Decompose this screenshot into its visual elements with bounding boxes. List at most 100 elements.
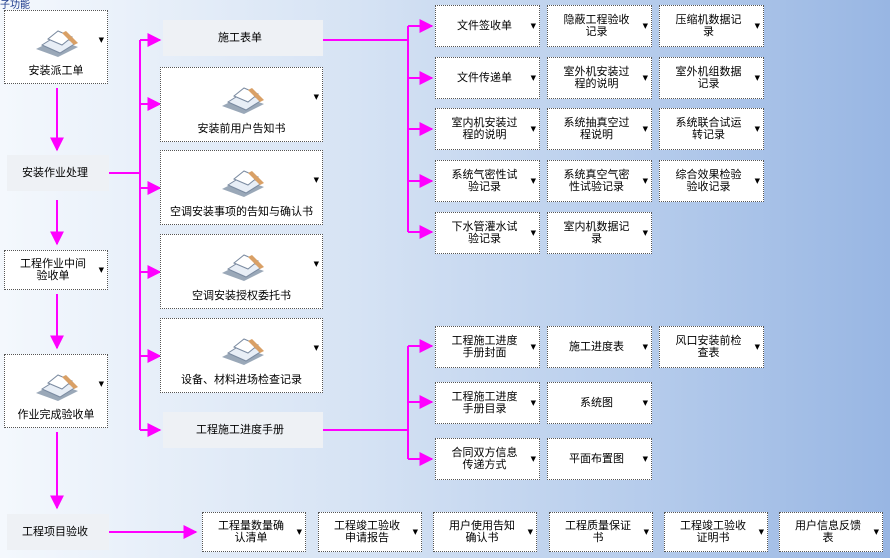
bottom-item-2-label: 用户使用告知 确认书 xyxy=(449,519,515,544)
dropdown-arrow-icon[interactable]: ▼ xyxy=(642,229,648,237)
ac-notice-label: 空调安装事项的告知与确认书 xyxy=(170,205,313,218)
form-item-10-label: 系统真空气密 性试验记录 xyxy=(563,168,630,193)
dropdown-arrow-icon[interactable]: ▼ xyxy=(530,343,536,351)
construction-form-node[interactable]: 施工表单 xyxy=(163,20,323,56)
completion-node[interactable]: 作业完成验收单 ▼ xyxy=(4,354,108,428)
form-item-6[interactable]: 室内机安装过 程的说明▼ xyxy=(435,108,540,150)
form-item-11[interactable]: 综合效果检验 验收记录▼ xyxy=(659,160,764,202)
form-item-8[interactable]: 系统联合试运 转记录 ▼ xyxy=(659,108,764,150)
dropdown-arrow-icon[interactable]: ▼ xyxy=(642,399,648,407)
document-box-icon xyxy=(28,367,84,410)
dropdown-arrow-icon[interactable]: ▼ xyxy=(296,528,302,536)
document-box-icon xyxy=(214,247,270,290)
pre-install-notice-label: 安装前用户告知书 xyxy=(197,122,286,135)
install-process-node[interactable]: 安装作业处理 xyxy=(7,155,109,191)
bottom-item-0[interactable]: 工程量数量确 认清单▼ xyxy=(202,512,306,552)
dropdown-arrow-icon[interactable]: ▼ xyxy=(313,344,319,353)
form-item-12-label: 下水管灌水试 验记录 xyxy=(451,220,518,245)
dropdown-arrow-icon[interactable]: ▼ xyxy=(758,528,764,536)
form-item-4[interactable]: 室外机安装过 程的说明 ▼ xyxy=(547,57,652,99)
form-item-1-label: 隐蔽工程验收 记录 xyxy=(563,13,630,38)
dropdown-arrow-icon[interactable]: ▼ xyxy=(754,125,760,133)
dropdown-arrow-icon[interactable]: ▼ xyxy=(530,125,536,133)
dropdown-arrow-icon[interactable]: ▼ xyxy=(530,177,536,185)
manual-item-2[interactable]: 风口安装前检 查表 ▼ xyxy=(659,326,764,368)
bottom-item-3[interactable]: 工程质量保证 书 ▼ xyxy=(549,512,653,552)
dropdown-arrow-icon[interactable]: ▼ xyxy=(642,343,648,351)
form-item-5[interactable]: 室外机组数据 记录▼ xyxy=(659,57,764,99)
dropdown-arrow-icon[interactable]: ▼ xyxy=(754,22,760,30)
dropdown-arrow-icon[interactable]: ▼ xyxy=(530,74,536,82)
bottom-item-2[interactable]: 用户使用告知 确认书 ▼ xyxy=(433,512,537,552)
form-item-4-label: 室外机安装过 程的说明 xyxy=(563,65,630,90)
bottom-item-1[interactable]: 工程竣工验收 申请报告 ▼ xyxy=(318,512,422,552)
form-item-12[interactable]: 下水管灌水试 验记录 ▼ xyxy=(435,212,540,254)
dropdown-arrow-icon[interactable]: ▼ xyxy=(313,260,319,269)
dropdown-arrow-icon[interactable]: ▼ xyxy=(642,22,648,30)
manual-item-1-label: 施工进度表 xyxy=(569,340,624,353)
dropdown-arrow-icon[interactable]: ▼ xyxy=(642,455,648,463)
form-item-8-label: 系统联合试运 转记录 xyxy=(675,116,742,141)
bottom-item-5[interactable]: 用户信息反馈 表 ▼ xyxy=(779,512,883,552)
manual-item-6[interactable]: 平面布置图▼ xyxy=(547,438,652,480)
materials-check-label: 设备、材料进场检查记录 xyxy=(181,373,302,386)
manual-item-3[interactable]: 工程施工进度 手册目录▼ xyxy=(435,382,540,424)
dropdown-arrow-icon[interactable]: ▼ xyxy=(642,177,648,185)
materials-check-node[interactable]: 设备、材料进场检查记录 ▼ xyxy=(160,318,323,393)
manual-item-1[interactable]: 施工进度表 ▼ xyxy=(547,326,652,368)
dropdown-arrow-icon[interactable]: ▼ xyxy=(642,74,648,82)
bottom-item-4[interactable]: 工程竣工验收 证明书▼ xyxy=(664,512,768,552)
dropdown-arrow-icon[interactable]: ▼ xyxy=(412,528,418,536)
manual-item-5[interactable]: 合同双方信息 传递方式 ▼ xyxy=(435,438,540,480)
dropdown-arrow-icon[interactable]: ▼ xyxy=(643,528,649,536)
dropdown-arrow-icon[interactable]: ▼ xyxy=(642,125,648,133)
form-item-13[interactable]: 室内机数据记 录▼ xyxy=(547,212,652,254)
dropdown-arrow-icon[interactable]: ▼ xyxy=(754,74,760,82)
manual-item-5-label: 合同双方信息 传递方式 xyxy=(451,446,518,471)
dropdown-arrow-icon[interactable]: ▼ xyxy=(98,35,104,44)
form-item-2[interactable]: 压缩机数据记 录▼ xyxy=(659,5,764,47)
bottom-item-3-label: 工程质量保证 书 xyxy=(565,519,631,544)
dropdown-arrow-icon[interactable]: ▼ xyxy=(873,528,879,536)
bottom-item-5-label: 用户信息反馈 表 xyxy=(795,519,861,544)
authorization-node[interactable]: 空调安装授权委托书 ▼ xyxy=(160,234,323,309)
form-item-0[interactable]: 文件签收单 ▼ xyxy=(435,5,540,47)
construction-form-label: 施工表单 xyxy=(218,31,262,44)
form-item-9[interactable]: 系统气密性试 验记录▼ xyxy=(435,160,540,202)
form-item-7[interactable]: 系统抽真空过 程说明▼ xyxy=(547,108,652,150)
ac-notice-node[interactable]: 空调安装事项的告知与确认书 ▼ xyxy=(160,150,323,225)
dropdown-arrow-icon[interactable]: ▼ xyxy=(530,399,536,407)
dropdown-arrow-icon[interactable]: ▼ xyxy=(313,176,319,185)
dropdown-arrow-icon[interactable]: ▼ xyxy=(527,528,533,536)
dropdown-arrow-icon[interactable]: ▼ xyxy=(530,229,536,237)
form-item-1[interactable]: 隐蔽工程验收 记录 ▼ xyxy=(547,5,652,47)
dropdown-arrow-icon[interactable]: ▼ xyxy=(98,266,104,274)
dropdown-arrow-icon[interactable]: ▼ xyxy=(754,343,760,351)
final-acceptance-node[interactable]: 工程项目验收 xyxy=(7,514,109,550)
final-acceptance-label: 工程项目验收 xyxy=(22,525,88,538)
install-process-label: 安装作业处理 xyxy=(22,166,88,179)
document-box-icon xyxy=(214,163,270,206)
dispatch-order-node[interactable]: 安装派工单 ▼ xyxy=(4,10,108,84)
dropdown-arrow-icon[interactable]: ▼ xyxy=(530,455,536,463)
manual-item-2-label: 风口安装前检 查表 xyxy=(675,334,742,359)
mid-check-node[interactable]: 工程作业中间 验收单 ▼ xyxy=(4,250,108,290)
dropdown-arrow-icon[interactable]: ▼ xyxy=(98,379,104,388)
document-box-icon xyxy=(214,80,270,123)
dropdown-arrow-icon[interactable]: ▼ xyxy=(313,93,319,102)
pre-install-notice-node[interactable]: 安装前用户告知书 ▼ xyxy=(160,67,323,142)
form-item-0-label: 文件签收单 xyxy=(457,19,512,32)
dropdown-arrow-icon[interactable]: ▼ xyxy=(530,22,536,30)
form-item-10[interactable]: 系统真空气密 性试验记录 ▼ xyxy=(547,160,652,202)
bottom-item-1-label: 工程竣工验收 申请报告 xyxy=(334,519,400,544)
manual-item-0[interactable]: 工程施工进度 手册封面▼ xyxy=(435,326,540,368)
document-box-icon xyxy=(28,23,84,66)
completion-label: 作业完成验收单 xyxy=(17,408,95,421)
dropdown-arrow-icon[interactable]: ▼ xyxy=(754,177,760,185)
progress-manual-node[interactable]: 工程施工进度手册 xyxy=(163,412,323,448)
form-item-3[interactable]: 文件传递单▼ xyxy=(435,57,540,99)
mid-check-label: 工程作业中间 验收单 xyxy=(20,257,86,282)
manual-item-4[interactable]: 系统图▼ xyxy=(547,382,652,424)
